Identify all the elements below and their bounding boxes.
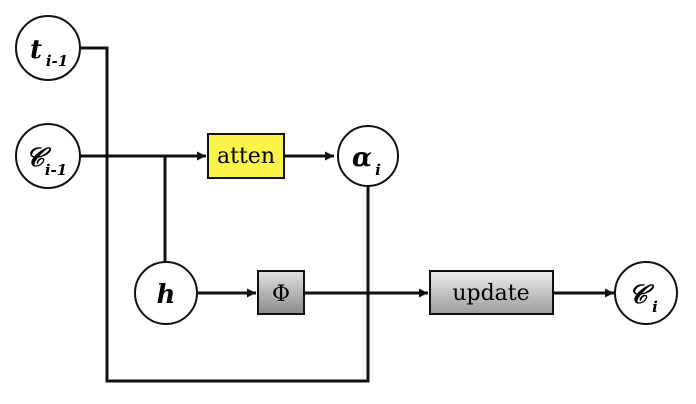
node-c-out: 𝒞 i <box>614 261 678 325</box>
node-h: h <box>134 261 198 325</box>
node-h-main: h <box>157 280 176 310</box>
node-t-prev-sub: i-1 <box>46 52 68 70</box>
node-alpha: α i <box>337 125 399 187</box>
node-t-prev: t i-1 <box>15 15 81 81</box>
node-c-out-sub: i <box>652 298 658 316</box>
node-alpha-main: α <box>352 143 372 173</box>
edge-t-loop <box>80 46 370 383</box>
node-t-prev-main: t <box>30 35 42 65</box>
box-phi-label: Φ <box>272 282 290 307</box>
node-c-prev: 𝒞 i-1 <box>15 123 81 189</box>
box-update: update <box>429 270 554 315</box>
node-c-prev-sub: i-1 <box>45 161 67 179</box>
box-update-label: update <box>452 281 529 306</box>
box-phi: Φ <box>257 270 305 315</box>
node-alpha-sub: i <box>375 161 381 179</box>
box-atten-label: atten <box>217 144 275 169</box>
box-atten: atten <box>207 133 285 179</box>
